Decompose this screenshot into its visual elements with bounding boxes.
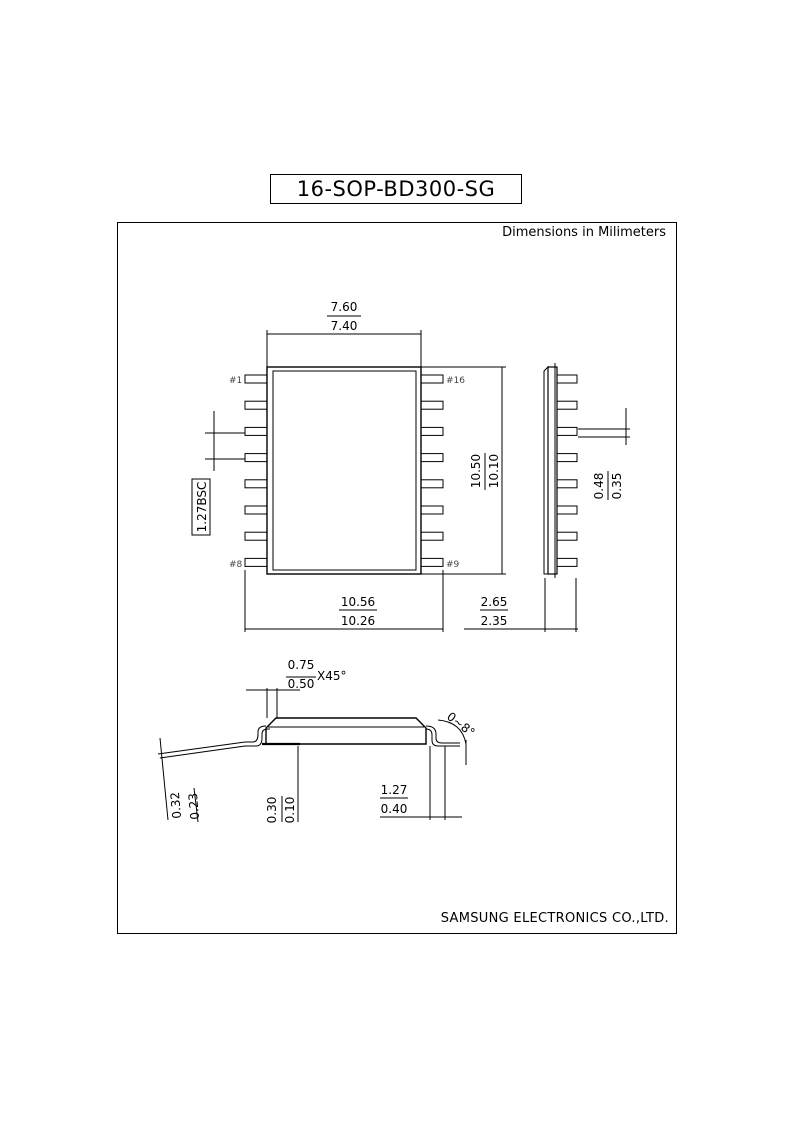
lead-left xyxy=(244,453,268,463)
drawing-frame xyxy=(117,222,677,934)
lead-right xyxy=(420,426,444,436)
height-min: 2.35 xyxy=(481,614,508,628)
foot-length-min: 0.40 xyxy=(381,802,408,816)
height-max: 2.65 xyxy=(481,595,508,609)
lead-width-max: 0.48 xyxy=(592,473,606,500)
standoff-max: 0.30 xyxy=(265,797,279,824)
lead-angle-label: 0~8° xyxy=(444,709,477,739)
lead-thickness-dimension xyxy=(157,737,246,823)
overall-width-max: 10.56 xyxy=(341,595,375,609)
lead-left xyxy=(244,426,268,436)
foot-length-max: 1.27 xyxy=(381,783,408,797)
pin-16-label: #16 xyxy=(446,376,465,386)
side-view-body xyxy=(543,363,558,578)
lead-thickness-min: 0.23 xyxy=(186,792,202,820)
chamfer-dimension xyxy=(246,676,316,718)
body-length-max: 10.50 xyxy=(469,454,483,488)
lead-right xyxy=(420,505,444,515)
lead-left xyxy=(244,505,268,515)
body-length-min: 10.10 xyxy=(487,454,501,488)
lead-width-dimension xyxy=(578,408,630,500)
side-view-leads xyxy=(556,374,578,567)
chamfer-min: 0.50 xyxy=(288,677,315,691)
pin-9-label: #9 xyxy=(446,560,460,570)
lead-right xyxy=(420,531,444,541)
lead-left xyxy=(244,479,268,489)
side-lead xyxy=(556,505,578,515)
body-width-min: 7.40 xyxy=(331,319,358,333)
package-title: 16-SOP-BD300-SG xyxy=(296,177,496,201)
lead-thickness-max: 0.32 xyxy=(168,791,184,819)
lead-right xyxy=(420,557,444,567)
overall-width-dimension xyxy=(244,570,444,632)
body-width-dimension xyxy=(266,315,422,367)
company-name: SAMSUNG ELECTRONICS CO.,LTD. xyxy=(440,911,669,926)
pitch-dimension xyxy=(191,411,245,536)
side-lead xyxy=(556,426,578,436)
lead-right xyxy=(420,374,444,384)
side-lead xyxy=(556,400,578,410)
lead-left xyxy=(244,531,268,541)
top-view-body xyxy=(266,366,422,575)
pin-1-label: #1 xyxy=(229,376,242,386)
chamfer-max: 0.75 xyxy=(288,658,315,672)
side-lead xyxy=(556,453,578,463)
standoff-dimension xyxy=(281,746,299,822)
lead-angle-dimension xyxy=(437,719,467,765)
lead-left xyxy=(244,374,268,384)
units-note: Dimensions in Milimeters xyxy=(502,225,666,240)
chamfer-suffix: X45° xyxy=(317,669,347,683)
overall-width-min: 10.26 xyxy=(341,614,375,628)
lead-left xyxy=(244,557,268,567)
lead-left xyxy=(244,400,268,410)
standoff-min: 0.10 xyxy=(283,797,297,824)
side-lead xyxy=(556,557,578,567)
height-dimension xyxy=(464,578,578,632)
pitch-label: 1.27BSC xyxy=(195,482,209,533)
pin-8-label: #8 xyxy=(229,560,243,570)
side-lead xyxy=(556,374,578,384)
title-box: 16-SOP-BD300-SG xyxy=(270,174,522,204)
side-lead xyxy=(556,479,578,489)
body-length-dimension xyxy=(421,366,506,575)
top-view-leads xyxy=(244,374,444,567)
body-width-max: 7.60 xyxy=(331,300,358,314)
foot-length-dimension xyxy=(380,746,462,820)
lead-right xyxy=(420,453,444,463)
section-view-body xyxy=(245,717,460,747)
lead-width-min: 0.35 xyxy=(610,473,624,500)
lead-right xyxy=(420,400,444,410)
lead-right xyxy=(420,479,444,489)
side-lead xyxy=(556,531,578,541)
